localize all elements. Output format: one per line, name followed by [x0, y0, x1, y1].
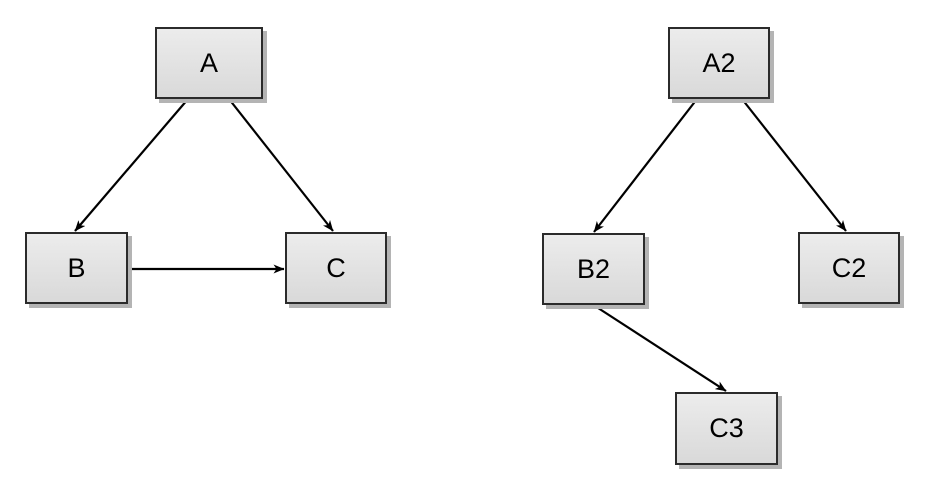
node-label: C [326, 252, 346, 283]
node-label: C2 [831, 252, 867, 283]
node-label: C3 [709, 413, 744, 443]
node-label: B [67, 252, 86, 283]
edge-a-b [74, 98, 189, 232]
node-label: A2 [702, 47, 736, 78]
node-a2[interactable]: A2 [668, 27, 770, 99]
edge-a2-c2 [741, 98, 847, 232]
node-label: B2 [576, 253, 611, 284]
edges-group [74, 98, 847, 392]
node-b[interactable]: B [25, 232, 128, 304]
edge-b2-c3 [594, 305, 727, 392]
node-c[interactable]: C [285, 232, 387, 304]
node-c3[interactable]: C3 [675, 392, 778, 465]
node-b2[interactable]: B2 [542, 233, 645, 305]
node-label: A [199, 47, 218, 78]
node-a[interactable]: A [155, 27, 263, 99]
edge-a2-b2 [593, 98, 698, 233]
edge-a-c [228, 98, 334, 232]
node-c2[interactable]: C2 [798, 232, 900, 304]
